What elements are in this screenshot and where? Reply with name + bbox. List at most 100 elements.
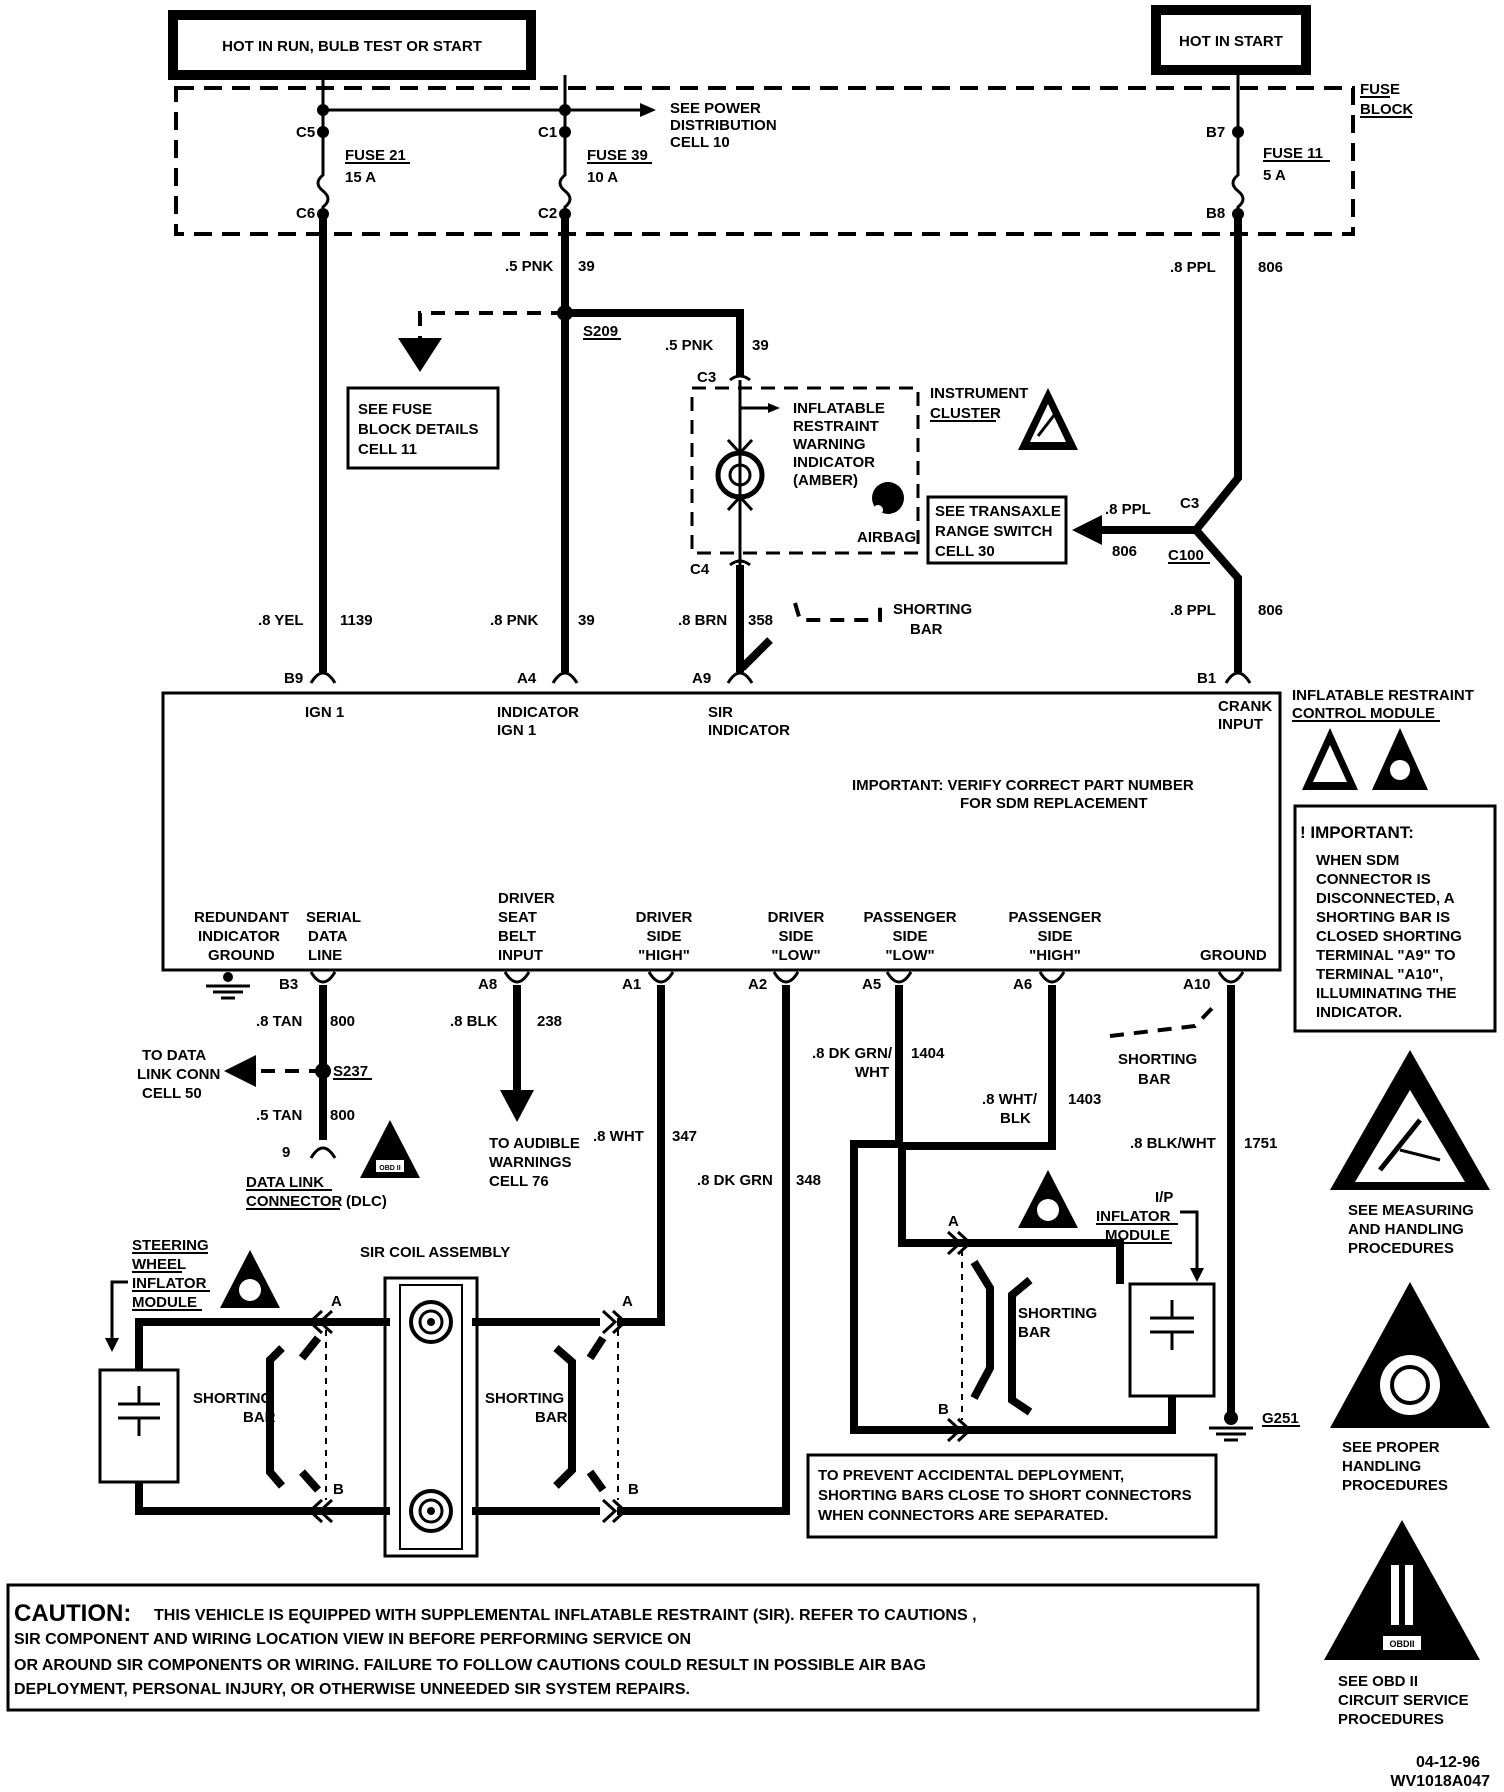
footer-code: WV1018A047 <box>1390 1773 1490 1790</box>
fuse11-out-pin: B8 <box>1206 205 1225 222</box>
dkgrn-circuit: 348 <box>796 1172 821 1189</box>
blk-circuit: 238 <box>537 1013 562 1030</box>
dkgrnwht-l1: .8 DK GRN/ <box>812 1045 893 1062</box>
indicator-l2: RESTRAINT <box>793 418 879 435</box>
splice-s237-label: S237 <box>333 1063 368 1080</box>
svg-text:OBDII: OBDII <box>1389 1639 1414 1649</box>
pl-l3: "LOW" <box>885 947 934 964</box>
ph-l1: PASSENGER <box>1008 909 1101 926</box>
ign1-label: IGN 1 <box>305 704 344 721</box>
handling-legend-l1: SEE PROPER <box>1342 1439 1440 1456</box>
transaxle-arrow <box>1072 515 1102 545</box>
instrument-cluster-outline <box>690 386 920 555</box>
steering-l1: STEERING <box>132 1237 209 1254</box>
sir-ind-l2: INDICATOR <box>708 722 790 739</box>
to-data-l2: LINK CONN <box>137 1066 220 1083</box>
see-fuse-block-arrow <box>398 338 442 372</box>
audible-arrow <box>500 1090 534 1122</box>
steering-l3: INFLATOR <box>132 1275 207 1292</box>
airbag-symbol-icon <box>872 482 904 515</box>
obd-legend-l2: CIRCUIT SERVICE <box>1338 1692 1469 1709</box>
dl-l1: DRIVER <box>768 909 825 926</box>
hot-in-run-label: HOT IN RUN, BULB TEST OR START <box>222 38 482 55</box>
coil-spiral-top-icon <box>409 1300 453 1344</box>
data-link-arrow <box>224 1055 256 1087</box>
dkgrn-gauge: .8 DK GRN <box>697 1172 773 1189</box>
important-line-4: CLOSED SHORTING <box>1316 928 1462 945</box>
coil-right-pin-a: A <box>622 1293 633 1310</box>
steering-l2: WHEEL <box>132 1256 186 1273</box>
coil-spiral-bottom-icon <box>409 1489 453 1533</box>
tan2-circuit: 800 <box>330 1107 355 1124</box>
ppl-top-gauge: .8 PPL <box>1170 259 1216 276</box>
coil-right-pin-b: B <box>628 1481 639 1498</box>
power-dist-arrow <box>640 103 656 117</box>
ppl-top-circuit: 806 <box>1258 259 1283 276</box>
audible-l2: WARNINGS <box>489 1154 572 1171</box>
see-power-line2: DISTRIBUTION <box>670 117 777 134</box>
serial-l2: DATA <box>308 928 348 945</box>
fuse21-name: FUSE 21 <box>345 147 406 164</box>
pnk-mid-gauge: .8 PNK <box>490 612 539 629</box>
ppl-left-circuit: 806 <box>1112 543 1137 560</box>
whtblk-l2: BLK <box>1000 1110 1031 1127</box>
cluster-c4: C4 <box>690 561 710 578</box>
hot-in-start-label: HOT IN START <box>1179 33 1283 50</box>
pnk-mid-circuit: 39 <box>578 612 595 629</box>
important-line-5: TERMINAL "A9" TO <box>1316 947 1456 964</box>
important-line-2: DISCONNECTED, A <box>1316 890 1455 907</box>
indicator-l5: (AMBER) <box>793 472 858 489</box>
steering-hazard-icon <box>220 1250 280 1308</box>
redundant-l1: REDUNDANT <box>194 909 289 926</box>
fuse21-in-pin: C5 <box>296 124 315 141</box>
redundant-l2: INDICATOR <box>198 928 280 945</box>
wire-wht-347 <box>617 985 665 1326</box>
obd-ii-icon: OBD II <box>360 1120 420 1178</box>
seat-l4: INPUT <box>498 947 543 964</box>
shorting-bar-coil-l2: BAR <box>535 1409 568 1426</box>
dlc-l3: (DLC) <box>346 1193 387 1210</box>
serial-l3: LINE <box>308 947 342 964</box>
indicator-l1: INFLATABLE <box>793 400 885 417</box>
shorting-bar-right-l2: BAR <box>1138 1071 1171 1088</box>
transaxle-l3: CELL 30 <box>935 543 995 560</box>
ip-l2: INFLATOR <box>1096 1208 1171 1225</box>
dh-l1: DRIVER <box>636 909 693 926</box>
shorting-bar-coil-l1: SHORTING <box>485 1390 564 1407</box>
pnk-right-gauge: .5 PNK <box>665 337 714 354</box>
esd-warning-icon <box>1018 388 1078 450</box>
c3-conn: C3 <box>1180 495 1199 512</box>
pl-l1: PASSENGER <box>863 909 956 926</box>
see-fuse-block-l1: SEE FUSE <box>358 401 432 418</box>
cluster-c3: C3 <box>697 369 716 386</box>
important-line-0: WHEN SDM <box>1316 852 1399 869</box>
seat-l3: BELT <box>498 928 536 945</box>
shorting-bar-top-l1: SHORTING <box>893 601 972 618</box>
hot-in-run-box <box>168 10 536 80</box>
esd-legend-l1: SEE MEASURING <box>1348 1202 1474 1219</box>
handling-legend-icon <box>1330 1282 1490 1428</box>
ppl-mid-gauge: .8 PPL <box>1170 602 1216 619</box>
seat-l2: SEAT <box>498 909 537 926</box>
prevent-l1: TO PREVENT ACCIDENTAL DEPLOYMENT, <box>818 1467 1124 1484</box>
sdm-module-box <box>161 691 1282 972</box>
c100-conn: C100 <box>1168 547 1204 564</box>
transaxle-l1: SEE TRANSAXLE <box>935 503 1061 520</box>
fuse39-name: FUSE 39 <box>587 147 648 164</box>
to-data-l3: CELL 50 <box>142 1085 202 1102</box>
shorting-bar-pass-l2: BAR <box>1018 1324 1051 1341</box>
caution-l4: DEPLOYMENT, PERSONAL INJURY, OR OTHERWIS… <box>14 1681 690 1698</box>
steering-l4: MODULE <box>132 1294 197 1311</box>
ppl-left-gauge: .8 PPL <box>1105 501 1151 518</box>
handling-legend-l2: HANDLING <box>1342 1458 1421 1475</box>
crank-l1: CRANK <box>1218 698 1272 715</box>
important-line-1: CONNECTOR IS <box>1316 871 1431 888</box>
fuse-11 <box>1231 126 1245 220</box>
dl-l2: SIDE <box>778 928 813 945</box>
caution-box <box>6 1583 1260 1712</box>
pnk-top-gauge: .5 PNK <box>505 258 554 275</box>
important-box <box>1293 804 1497 1033</box>
brn-circuit: 358 <box>748 612 773 629</box>
tan-circuit: 800 <box>330 1013 355 1030</box>
obd-legend-l3: PROCEDURES <box>1338 1711 1444 1728</box>
